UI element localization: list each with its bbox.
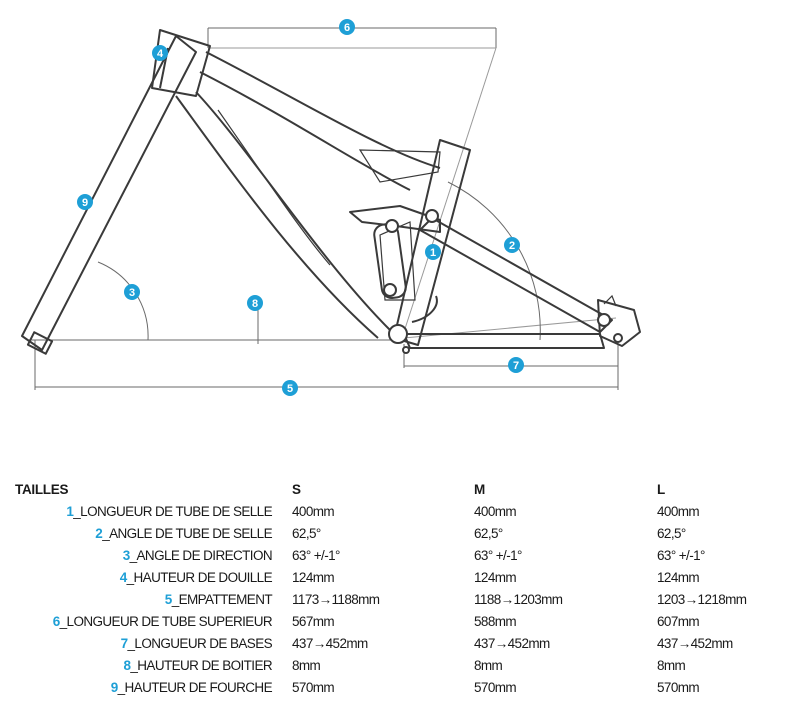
value-l: 1203→1218mm [657,592,747,607]
fork-leg [21,35,197,351]
table-row: 8_HAUTEUR DE BOITIER 8mm 8mm 8mm [0,658,800,680]
table-row: 3_ANGLE DE DIRECTION 63° +/-1° 63° +/-1°… [0,548,800,570]
value-l: 607mm [657,614,700,629]
rocker-pivot-rear [425,209,439,223]
bb-center-mark [402,346,410,354]
down-tube-upper [195,91,391,331]
size-s-heading: S [292,482,301,497]
value-m: 400mm [474,504,517,519]
svg-text:3: 3 [129,287,135,299]
badge-2: 2 [504,237,520,253]
guide-lines [28,27,619,390]
value-s: 570mm [292,680,335,695]
value-m: 570mm [474,680,517,695]
head-tube [151,29,211,97]
value-l: 63° +/-1° [657,548,705,563]
value-s: 1173→1188mm [292,592,380,607]
value-s: 567mm [292,614,335,629]
chainstay-yoke [411,295,438,323]
rocker-pivot [385,219,399,233]
badge-6: 6 [339,19,355,35]
table-row: 1_LONGUEUR DE TUBE DE SELLE 400mm 400mm … [0,504,800,526]
row-label: 9_HAUTEUR DE FOURCHE [110,680,273,695]
value-s: 437→452mm [292,636,368,651]
sizes-heading: TAILLES [15,482,69,497]
value-s: 62,5° [292,526,321,541]
row-label: 2_ANGLE DE TUBE DE SELLE [95,526,272,541]
rocker-link [349,205,441,233]
fork-dropout [26,331,54,355]
head-angle-arc [97,261,149,341]
value-m: 8mm [474,658,503,673]
value-m: 1188→1203mm [474,592,563,607]
value-s: 400mm [292,504,335,519]
top-tube-upper [205,51,441,169]
rear-dropout [597,299,641,347]
row-label: 6_LONGUEUR DE TUBE SUPERIEUR [52,614,273,629]
value-l: 124mm [657,570,700,585]
rear-axle-lower [613,333,623,343]
badge-4: 4 [152,45,168,61]
value-l: 400mm [657,504,700,519]
value-s: 8mm [292,658,321,673]
table-row: 7_LONGUEUR DE BASES 437→452mm 437→452mm … [0,636,800,658]
value-s: 63° +/-1° [292,548,340,563]
row-label: 1_LONGUEUR DE TUBE DE SELLE [66,504,272,519]
value-l: 62,5° [657,526,686,541]
value-s: 124mm [292,570,335,585]
seat-angle-arc [447,181,541,341]
table-header: TAILLES S M L [0,482,800,504]
row-label: 7_LONGUEUR DE BASES [120,636,273,651]
svg-text:7: 7 [513,360,519,372]
seat-tube [393,139,471,346]
badge-5: 5 [282,380,298,396]
badge-9: 9 [77,194,93,210]
value-m: 63° +/-1° [474,548,522,563]
badge-3: 3 [124,284,140,300]
size-l-heading: L [657,482,665,497]
row-label: 8_HAUTEUR DE BOITIER [123,658,272,673]
table-row: 4_HAUTEUR DE DOUILLE 124mm 124mm 124mm [0,570,800,592]
row-label: 3_ANGLE DE DIRECTION [122,548,273,563]
row-label: 5_EMPATTEMENT [164,592,273,607]
svg-text:1: 1 [430,247,436,259]
bike-frame-diagram: 1 2 3 4 5 6 7 8 9 [21,19,641,396]
seat-tube-axis-line [401,47,497,339]
badge-1: 1 [425,244,441,260]
table-row: 6_LONGUEUR DE TUBE SUPERIEUR 567mm 588mm… [0,614,800,636]
svg-text:2: 2 [509,240,515,252]
svg-text:8: 8 [252,298,258,310]
svg-text:4: 4 [157,48,164,60]
size-m-heading: M [474,482,485,497]
row-label: 4_HAUTEUR DE DOUILLE [119,570,273,585]
value-l: 570mm [657,680,700,695]
value-m: 124mm [474,570,517,585]
rear-axle [597,313,611,327]
badge-7: 7 [508,357,524,373]
value-l: 8mm [657,658,686,673]
table-row: 9_HAUTEUR DE FOURCHE 570mm 570mm 570mm [0,680,800,702]
table-row: 2_ANGLE DE TUBE DE SELLE 62,5° 62,5° 62,… [0,526,800,548]
seat-stay [419,217,613,333]
value-m: 62,5° [474,526,503,541]
bottom-bracket [388,324,408,344]
value-m: 588mm [474,614,517,629]
svg-text:6: 6 [344,22,350,34]
value-l: 437→452mm [657,636,733,651]
value-m: 437→452mm [474,636,550,651]
down-tube-lower [175,95,379,339]
fork [21,35,197,355]
chain-stay [403,333,605,349]
top-tube-brace [358,149,441,183]
svg-text:9: 9 [82,197,88,209]
table-row: 5_EMPATTEMENT 1173→1188mm 1188→1203mm 12… [0,592,800,614]
svg-text:5: 5 [287,383,293,395]
frame [151,29,641,354]
badge-8: 8 [247,295,263,311]
main-pivot [383,283,397,297]
